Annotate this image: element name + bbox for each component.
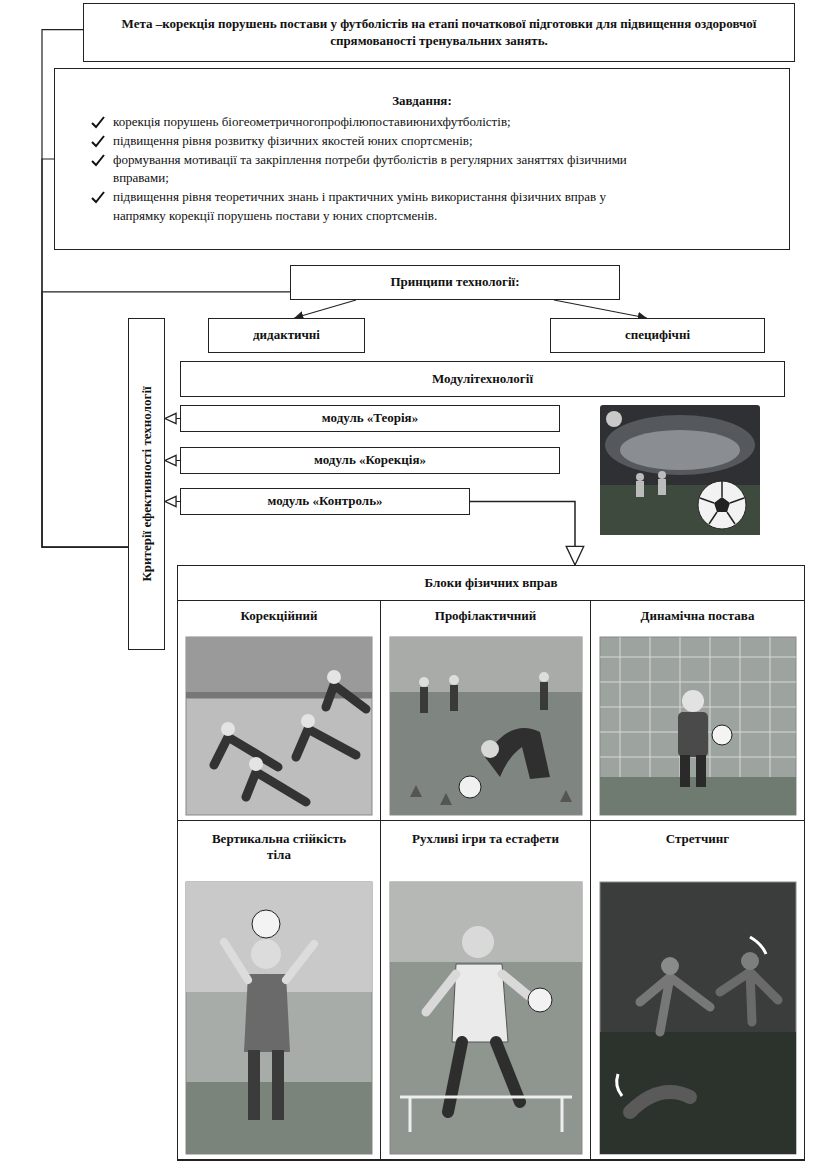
module-box: модуль «Корекція» <box>180 447 560 474</box>
text-wrap: модуль «Контроль» <box>267 493 382 509</box>
task-item: корекція порушень біогеометричногопрофіл… <box>91 113 651 132</box>
goal-box: Мета –корекція порушень постави у футбол… <box>83 3 795 62</box>
task-text: підвищення рівня теоретичних знань і пра… <box>113 188 651 226</box>
check-mark <box>91 116 105 129</box>
text-wrap: Корекційний <box>241 608 318 624</box>
task-text: формування мотивації та закріплення потр… <box>113 151 651 189</box>
text-wrap: Профілактичний <box>435 608 536 624</box>
photo-vertical-stability <box>186 882 372 1154</box>
table-cell: Стретчинг <box>590 820 805 1161</box>
node-label: модуль «Теорія» <box>322 410 418 426</box>
table-cell: Корекційний <box>177 600 381 821</box>
node-label: Мета –корекція порушень постави у футбол… <box>92 16 786 49</box>
text-wrap: модуль «Корекція» <box>314 452 426 468</box>
module-box: модуль «Контроль» <box>180 488 470 515</box>
text-wrap: Принципи технології: <box>391 274 520 290</box>
node-label: модуль «Корекція» <box>314 452 426 468</box>
principle-box: дидактичні <box>208 318 365 353</box>
connector <box>294 300 356 318</box>
table-cell: Профілактичний <box>380 600 591 821</box>
check-mark <box>92 136 104 146</box>
task-item: підвищення рівня теоретичних знань і пра… <box>91 188 651 226</box>
node-label: Стретчинг <box>666 831 729 847</box>
text-wrap: Мета –корекція порушень постави у футбол… <box>92 16 786 49</box>
table-cell: Динамічна постава <box>590 600 805 821</box>
text-wrap: Динамічна постава <box>641 608 755 624</box>
photo-games-relays <box>390 882 582 1154</box>
photo-stretching <box>600 882 796 1154</box>
task-text: корекція порушень біогеометричногопрофіл… <box>113 113 511 132</box>
module-box: модуль «Теорія» <box>180 405 560 432</box>
task-item: формування мотивації та закріплення потр… <box>91 151 651 189</box>
text-wrap: специфічні <box>625 327 690 343</box>
check-mark <box>91 191 105 204</box>
check-mark <box>91 135 105 148</box>
task-item: підвищення рівня розвитку фізичних якост… <box>91 132 651 151</box>
principle-box: специфічні <box>550 318 765 353</box>
football-picture <box>600 405 760 535</box>
node-label: Динамічна постава <box>641 608 755 624</box>
principles-box: Принципи технології: <box>290 265 620 300</box>
connector <box>554 300 647 318</box>
text-wrap: Стретчинг <box>666 831 729 847</box>
node-label: Критерії ефективності технології <box>138 386 154 581</box>
node-label: модуль «Контроль» <box>267 493 382 509</box>
exercise-table: Блоки фізичних вправКорекційний Профілакт… <box>177 565 805 1160</box>
photo-dynamic-posture <box>600 637 796 815</box>
text-wrap: модуль «Теорія» <box>322 410 418 426</box>
modules-box: Модулітехнології <box>180 361 785 397</box>
node-label: Вертикальна стійкість тіла <box>202 831 356 864</box>
photo-correction <box>186 637 372 815</box>
task-text: підвищення рівня розвитку фізичних якост… <box>113 132 473 151</box>
check-mark <box>92 117 104 127</box>
node-label: Рухливі ігри та естафети <box>412 831 559 847</box>
text-wrap: Блоки фізичних вправ <box>424 575 557 591</box>
node-label: специфічні <box>625 327 690 343</box>
node-label: Блоки фізичних вправ <box>424 575 557 591</box>
node-label: дидактичні <box>253 327 320 343</box>
check-mark <box>92 155 104 165</box>
check-mark <box>91 154 105 167</box>
tasks-box: Завдання: корекція порушень біогеометричн… <box>54 68 790 250</box>
text-wrap: дидактичні <box>253 327 320 343</box>
connector <box>165 418 180 419</box>
photo-prophylactic <box>390 637 582 815</box>
node-label: Профілактичний <box>435 608 536 624</box>
tasks-heading: Завдання: <box>69 92 775 111</box>
text-wrap: Вертикальна стійкість тіла <box>202 831 356 864</box>
text-wrap: Рухливі ігри та естафети <box>412 831 559 847</box>
text-wrap: Модулітехнології <box>432 371 533 387</box>
table-cell: Рухливі ігри та естафети <box>380 820 591 1161</box>
node-label: Корекційний <box>241 608 318 624</box>
table-cell: Вертикальна стійкість тіла <box>177 820 381 1161</box>
connector <box>470 502 575 566</box>
node-label: Модулітехнології <box>432 371 533 387</box>
check-mark <box>92 192 104 202</box>
text-wrap: Завдання: <box>69 92 775 111</box>
node-label: Принципи технології: <box>391 274 520 290</box>
connector <box>165 501 180 502</box>
criteria-box: Критерії ефективності технології <box>128 318 165 650</box>
connector <box>165 460 180 461</box>
